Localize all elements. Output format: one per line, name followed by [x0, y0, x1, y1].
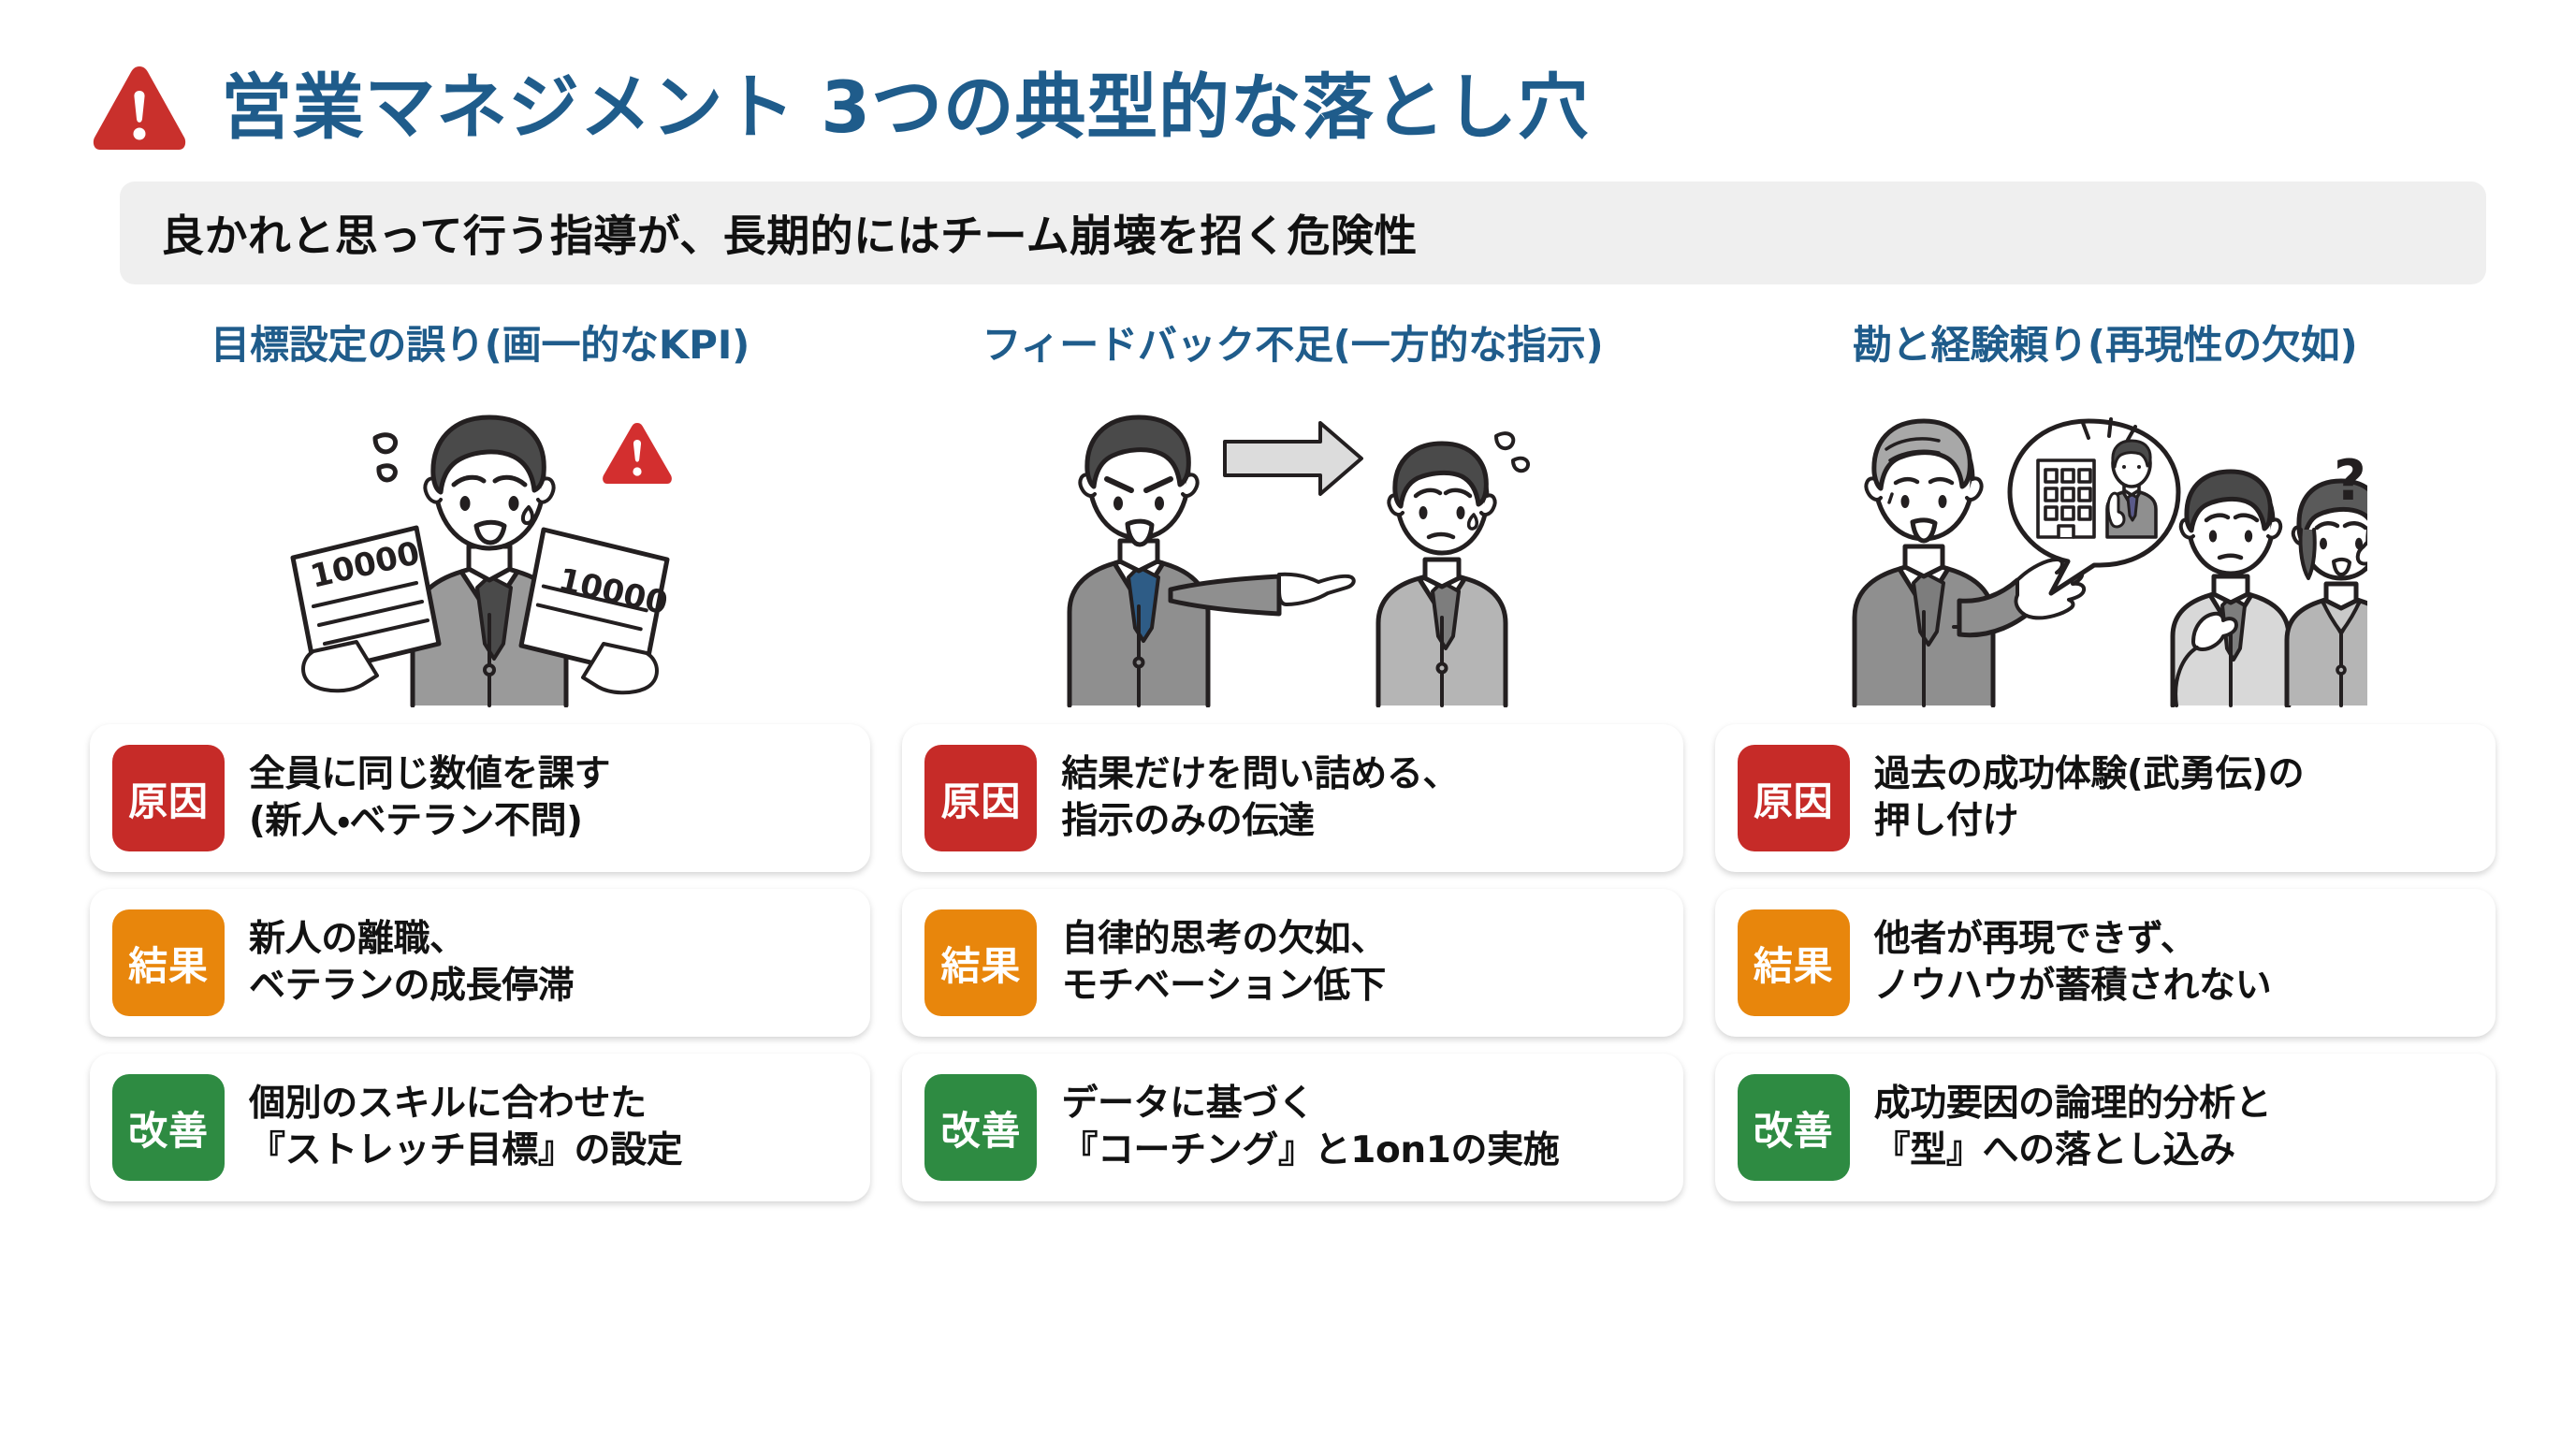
- badge-cause: 原因: [112, 745, 225, 851]
- warning-triangle-icon: [93, 66, 186, 150]
- pitfall-columns: 目標設定の誤り(画一的なKPI): [0, 318, 2576, 1201]
- card-list-2: 原因 結果だけを問い詰める、 指示のみの伝達 結果 自律的思考の欠如、 モチベー…: [902, 724, 1683, 1201]
- badge-cause: 原因: [924, 745, 1038, 851]
- card-improve-2[interactable]: 改善 データに基づく 『コーチング』と1on1の実施: [902, 1054, 1683, 1201]
- badge-result: 結果: [1737, 909, 1850, 1016]
- badge-improve: 改善: [924, 1074, 1038, 1181]
- card-text: 他者が再現できず、 ノウハウが蓄積されない: [1873, 918, 2272, 1007]
- card-result-3[interactable]: 結果 他者が再現できず、 ノウハウが蓄積されない: [1714, 889, 2496, 1037]
- subtitle-text: 良かれと思って行う指導が、長期的にはチーム崩壊を招く危険性: [161, 211, 1418, 261]
- card-improve-1[interactable]: 改善 個別のスキルに合わせた 『ストレッチ目標』の設定: [90, 1054, 871, 1201]
- card-cause-2[interactable]: 原因 結果だけを問い詰める、 指示のみの伝達: [902, 724, 1683, 872]
- card-cause-3[interactable]: 原因 過去の成功体験(武勇伝)の 押し付け: [1714, 724, 2496, 872]
- illustration-manager-pointing: [902, 380, 1682, 707]
- pitfall-column-1: 目標設定の誤り(画一的なKPI): [90, 318, 871, 1201]
- badge-result: 結果: [112, 909, 225, 1016]
- card-text: データに基づく 『コーチング』と1on1の実施: [1061, 1083, 1560, 1171]
- title-row: 営業マネジメント 3つの典型的な落とし穴: [0, 0, 2576, 157]
- column-heading-3: 勘と経験頼り(再現性の欠如): [1853, 322, 2358, 368]
- illustration-veteran-war-stories: ?: [1715, 380, 2496, 707]
- card-result-1[interactable]: 結果 新人の離職、 ベテランの成長停滞: [90, 889, 871, 1037]
- question-mark-icon: ?: [2334, 448, 2366, 514]
- card-text: 全員に同じ数値を課す (新人・ベテラン不問): [249, 753, 611, 842]
- card-text: 過去の成功体験(武勇伝)の 押し付け: [1873, 753, 2305, 842]
- column-heading-1: 目標設定の誤り(画一的なKPI): [211, 322, 750, 368]
- card-text: 成功要因の論理的分析と 『型』への落とし込み: [1873, 1083, 2272, 1171]
- badge-improve: 改善: [1737, 1074, 1850, 1181]
- card-text: 結果だけを問い詰める、 指示のみの伝達: [1061, 753, 1460, 842]
- badge-improve: 改善: [112, 1074, 225, 1181]
- badge-result: 結果: [924, 909, 1038, 1016]
- card-improve-3[interactable]: 改善 成功要因の論理的分析と 『型』への落とし込み: [1714, 1054, 2496, 1201]
- card-text: 自律的思考の欠如、 モチベーション低下: [1061, 918, 1387, 1007]
- card-text: 個別のスキルに合わせた 『ストレッチ目標』の設定: [249, 1083, 683, 1171]
- pitfall-column-3: 勘と経験頼り(再現性の欠如): [1714, 318, 2496, 1201]
- card-list-3: 原因 過去の成功体験(武勇伝)の 押し付け 結果 他者が再現できず、 ノウハウが…: [1714, 724, 2496, 1201]
- illustration-worried-salesman: 10000 10000: [90, 380, 870, 707]
- warning-triangle-small-icon: [603, 423, 673, 484]
- pitfall-column-2: フィードバック不足(一方的な指示): [902, 318, 1683, 1201]
- column-heading-2: フィードバック不足(一方的な指示): [982, 322, 1604, 368]
- page-title: 営業マネジメント 3つの典型的な落とし穴: [221, 65, 1590, 149]
- card-cause-1[interactable]: 原因 全員に同じ数値を課す (新人・ベテラン不問): [90, 724, 871, 872]
- card-list-1: 原因 全員に同じ数値を課す (新人・ベテラン不問) 結果 新人の離職、 ベテラン…: [90, 724, 871, 1201]
- right-arrow-icon: [1223, 421, 1364, 496]
- card-result-2[interactable]: 結果 自律的思考の欠如、 モチベーション低下: [902, 889, 1683, 1037]
- card-text: 新人の離職、 ベテランの成長停滞: [249, 918, 575, 1007]
- subtitle-banner: 良かれと思って行う指導が、長期的にはチーム崩壊を招く危険性: [120, 182, 2486, 284]
- badge-cause: 原因: [1737, 745, 1850, 851]
